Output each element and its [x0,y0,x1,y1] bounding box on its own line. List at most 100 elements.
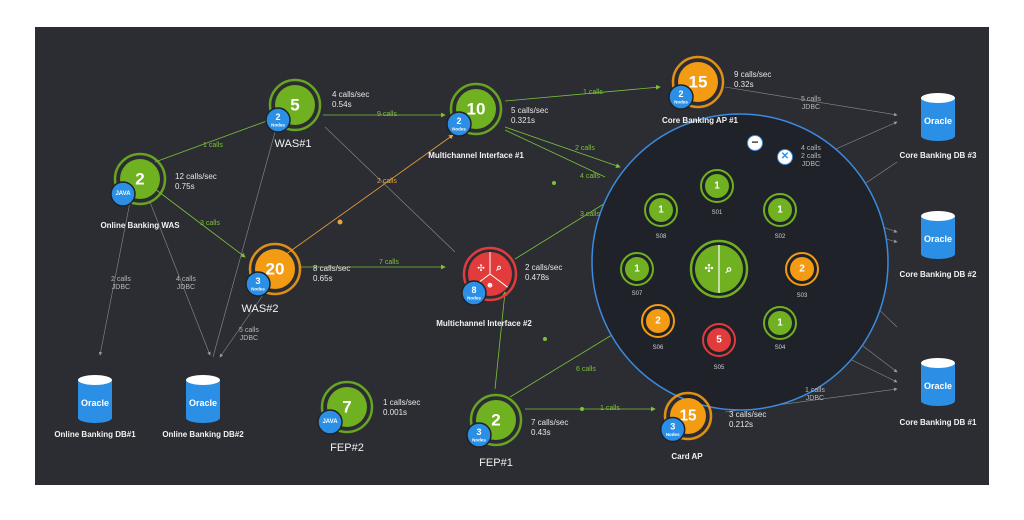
cluster-member-s04[interactable]: 1 [763,306,797,340]
topology-icon: ✣ [477,263,485,273]
db-icon-text: Oracle [924,381,952,391]
cluster-close-button[interactable]: ✕ [777,149,793,165]
cluster-member-s02[interactable]: 1 [763,193,797,227]
badge-sub: Nodes [271,123,285,128]
edge-label: 2 calls JDBC [111,276,131,291]
badge-count: 3 [670,422,675,432]
topology-icon: ✣ [704,263,713,275]
badge-sub: Nodes [467,296,481,301]
node-label: WAS#1 [274,138,312,150]
node-value: 2 [655,316,661,327]
cluster-member-label: S04 [774,345,786,351]
edge-dot [337,219,343,225]
node-badge: JAVA [110,181,136,207]
edge-label: 1 calls [203,142,223,149]
badge-text: JAVA [115,191,131,197]
cluster-member-s06[interactable]: 2 [641,304,675,338]
node-badge: JAVA [317,409,343,435]
db-label: Core Banking DB #1 [899,418,977,427]
edge-label: 4 calls 2 calls JDBC [801,145,821,168]
cluster-member-label: S07 [631,291,643,297]
node-value: 2 [491,411,500,430]
badge-sub: Nodes [452,127,466,132]
cluster-member-s01[interactable]: 1 [700,169,734,203]
db-label: Core Banking DB #2 [899,270,977,279]
edge-mc1-core [504,84,661,102]
node-label: FEP#2 [330,442,364,454]
db-icon-text: Oracle [189,398,217,408]
node-value: 15 [679,408,697,425]
node-value: 1 [658,205,664,216]
database-icon[interactable]: Oracle [921,358,955,406]
edge-label: 9 calls [377,111,397,118]
node-value: 2 [799,264,805,275]
node-value: 5 [716,335,722,346]
edge-was2-db2 [219,294,264,358]
edge-core-db3 [724,86,898,117]
edge-was1-mc2 [324,126,456,253]
node-label: Multichannel Interface #1 [428,151,524,160]
users-icon: ☻ [486,281,494,290]
badge-count: 3 [255,276,260,286]
edge-label: 2 calls [377,178,397,185]
badge-sub: Nodes [674,100,688,105]
node-label: Online Banking WAS [100,221,180,230]
edge-dot [552,181,556,185]
cluster-member-label: S08 [655,234,667,240]
edge-obwas-db1 [98,201,131,356]
cluster-member-label: S03 [796,293,808,299]
node-value: 10 [467,100,486,119]
badge-count: 3 [476,427,481,437]
cluster-member-s07[interactable]: 1 [620,252,654,286]
cluster-member-label: S01 [711,210,723,216]
badge-text: JAVA [322,419,338,425]
edge-dot [580,407,584,411]
node-value: 15 [689,73,708,92]
edge-label: 1 calls [600,405,620,412]
database-icon[interactable]: Oracle [921,93,955,141]
search-icon: ⌕ [725,262,733,276]
edge-label: 4 calls [580,173,600,180]
edge-label: 4 calls JDBC [176,276,196,291]
cluster-member-label: S05 [713,365,725,371]
edge-obwas-was1 [154,114,284,163]
nodes-layer: 2JAVA52Nodes203Nodes102Nodes152Nodes7JAV… [78,55,955,448]
cluster-center-node[interactable]: ✣⌕ [689,239,749,299]
node-label: Card AP [671,452,703,461]
database-icon[interactable]: Oracle [921,211,955,259]
edge-obwas-db2 [149,201,211,356]
cluster-collapse-button[interactable]: − [747,135,763,151]
node-value: 20 [266,260,285,279]
node-label: Core Banking AP #1 [661,116,739,125]
badge-count: 2 [678,89,683,99]
cluster-member-s03[interactable]: 2 [785,252,819,286]
badge-sub: Nodes [251,287,265,292]
edge-dot [543,337,547,341]
node-value: 1 [777,205,783,216]
database-icon[interactable]: Oracle [78,375,112,423]
database-icon[interactable]: Oracle [186,375,220,423]
cluster-member-s05[interactable]: 5 [702,323,736,357]
edge-label: 2 calls [575,145,595,152]
node-value: 7 [342,398,351,417]
cluster-member-label: S06 [652,345,664,351]
node-value: 1 [714,181,720,192]
edge-label: 1 calls [583,89,603,96]
edge-mc1-cluster-b [504,129,606,178]
node-value: 5 [290,96,299,115]
edge-fep1-cluster [509,326,626,398]
cluster-member-s08[interactable]: 1 [644,193,678,227]
edge-was2-mc1 [284,134,454,256]
